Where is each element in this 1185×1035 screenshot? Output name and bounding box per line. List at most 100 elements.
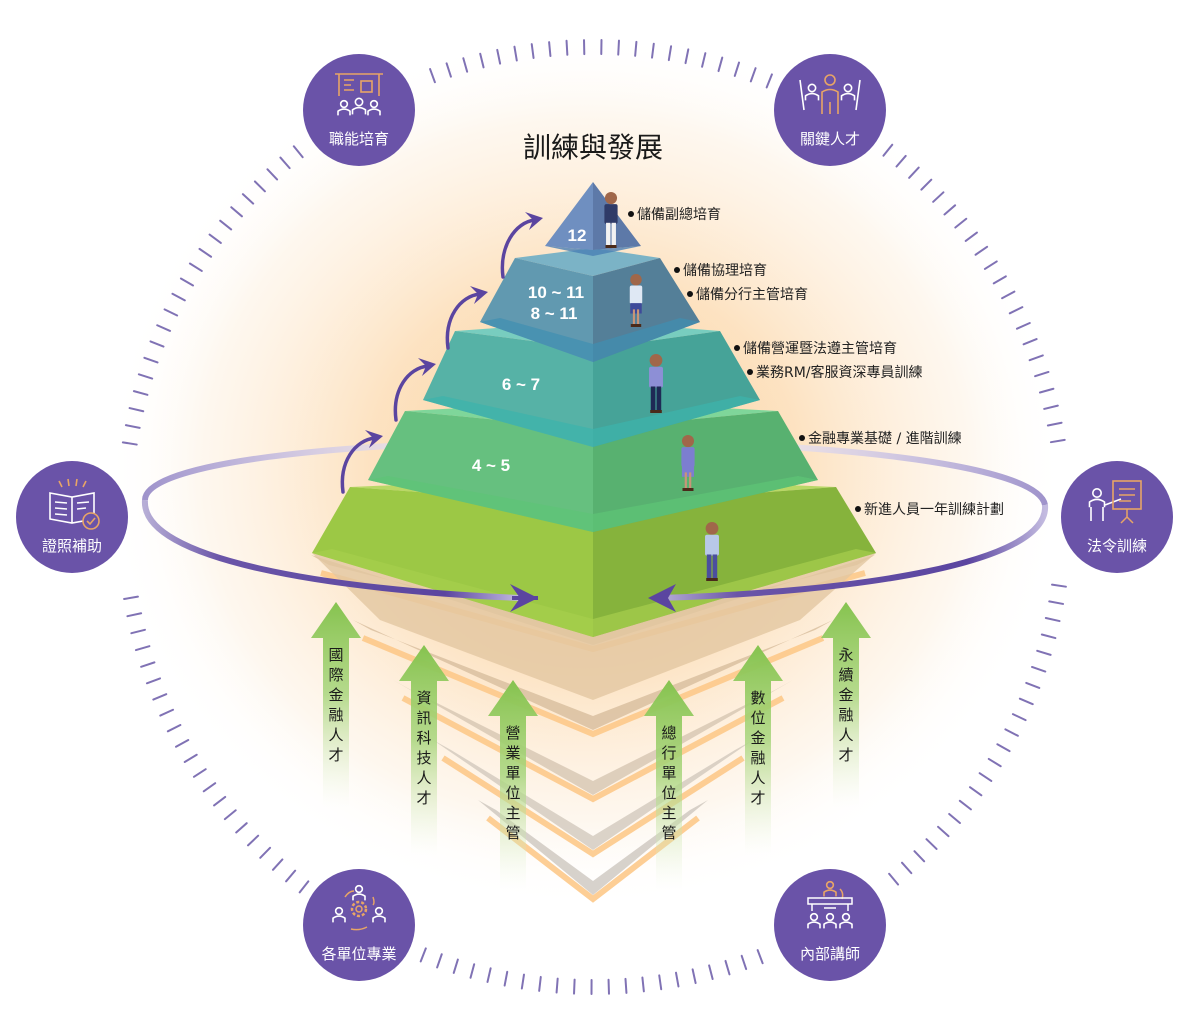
diagram-title: 訓練與發展 bbox=[523, 131, 663, 164]
ring-tick bbox=[634, 40, 638, 57]
person-leg bbox=[632, 309, 635, 325]
ring-tick bbox=[1015, 321, 1031, 330]
tier-right-face bbox=[593, 411, 818, 532]
ring-tick bbox=[996, 743, 1011, 753]
talent-arrow: 營業單位主管 bbox=[488, 680, 538, 890]
talent-arrow-shape bbox=[821, 602, 871, 807]
talent-arrow-char: 永 bbox=[838, 646, 853, 664]
ring-tick bbox=[1043, 404, 1059, 410]
talent-arrow-char: 人 bbox=[838, 726, 853, 744]
ring-tick bbox=[285, 869, 297, 883]
ring-tick bbox=[132, 390, 149, 396]
talent-arrow-char: 技 bbox=[416, 749, 431, 767]
program-label: 儲備副總培育 bbox=[637, 206, 721, 223]
ring-tick bbox=[259, 846, 272, 859]
ring-tick bbox=[159, 708, 175, 717]
ring-tick bbox=[920, 178, 933, 191]
person-figure bbox=[705, 522, 719, 581]
ring-tick bbox=[724, 959, 731, 976]
tier-right-face bbox=[593, 258, 700, 362]
person-glyph-body bbox=[372, 915, 386, 923]
person-glyph-head bbox=[1092, 487, 1103, 498]
ring-tick bbox=[555, 977, 559, 994]
ring-tick bbox=[140, 661, 156, 668]
program-item: 儲備協理培育 bbox=[674, 263, 767, 279]
ring-tick bbox=[429, 68, 436, 84]
person-glyph-head bbox=[339, 99, 349, 109]
pyramid bbox=[312, 182, 876, 637]
ring-tick bbox=[462, 57, 469, 73]
ring-tick bbox=[1028, 354, 1044, 362]
program-label: 金融專業基礎 / 進階訓練 bbox=[808, 430, 962, 447]
person-glyph-body bbox=[352, 893, 366, 901]
ring-tick bbox=[954, 217, 968, 229]
person-torso bbox=[604, 204, 618, 224]
ring-tick bbox=[520, 973, 525, 990]
ring-tick bbox=[943, 204, 957, 216]
ring-tick bbox=[749, 67, 757, 83]
badge-label: 證照補助 bbox=[42, 537, 102, 555]
ring-tick bbox=[573, 978, 576, 995]
ring-tick bbox=[1046, 421, 1063, 427]
ring-tick bbox=[658, 974, 663, 991]
ring-tick bbox=[163, 308, 179, 317]
person-glyph-head bbox=[841, 912, 851, 922]
person-leg bbox=[650, 386, 656, 411]
ring-tick bbox=[1051, 583, 1067, 588]
ring-tick bbox=[198, 247, 213, 258]
person-glyph-body bbox=[351, 106, 367, 115]
talent-arrow-char: 人 bbox=[328, 726, 343, 744]
orbit-left-arc bbox=[141, 499, 521, 601]
ring-tick bbox=[1011, 713, 1027, 722]
talent-arrow-char: 續 bbox=[838, 666, 853, 684]
talent-arrow-char: 單 bbox=[505, 764, 520, 782]
tier-left-face bbox=[423, 331, 593, 447]
talent-arrow-char: 才 bbox=[750, 789, 765, 807]
ring-tick bbox=[684, 48, 690, 65]
book-check-icon bbox=[49, 478, 100, 530]
ring-tick bbox=[486, 967, 492, 983]
person-glyph-body bbox=[840, 92, 856, 101]
badges: 職能培育關鍵人才證照補助法令訓練各單位專業內部講師 bbox=[16, 54, 1173, 981]
talent-arrow-char: 才 bbox=[328, 746, 343, 764]
talent-arrow-char: 金 bbox=[838, 686, 853, 704]
person-shoes bbox=[650, 410, 662, 413]
bullet-dot bbox=[628, 211, 634, 217]
climb-arrowhead bbox=[470, 286, 488, 304]
talent-arrow-shape bbox=[733, 645, 783, 855]
talent-arrow-char: 才 bbox=[416, 789, 431, 807]
person-skirt bbox=[630, 303, 642, 314]
person-shoes bbox=[605, 245, 617, 248]
grade-label-tier-3: 6 ~ 7 bbox=[502, 375, 540, 394]
talent-arrow-char: 融 bbox=[328, 706, 343, 724]
person-glyph-head bbox=[809, 912, 819, 922]
ring-tick bbox=[565, 39, 569, 56]
person-glyph-head bbox=[843, 83, 853, 93]
program-label: 新進人員一年訓練計劃 bbox=[864, 502, 1004, 518]
tier-bottom-strip bbox=[545, 246, 641, 256]
ring-tick bbox=[1048, 600, 1065, 605]
ring-tick bbox=[717, 56, 724, 73]
talent-arrow-label: 總行單位主管 bbox=[661, 724, 676, 842]
badge-label: 職能培育 bbox=[329, 130, 389, 148]
ring-tick bbox=[230, 206, 243, 218]
ring-tick bbox=[901, 861, 913, 875]
person-leg bbox=[712, 554, 718, 579]
ring-tick bbox=[1036, 649, 1052, 656]
talent-arrow-shape bbox=[399, 645, 449, 855]
talent-arrow-label: 營業單位主管 bbox=[505, 724, 520, 842]
person-leg bbox=[684, 472, 687, 489]
ring-tick bbox=[192, 768, 207, 778]
ring-tick bbox=[1004, 728, 1019, 737]
ring-tick bbox=[1034, 370, 1050, 378]
talent-arrow-char: 位 bbox=[505, 784, 520, 802]
program-label: 儲備協理培育 bbox=[683, 263, 767, 279]
progression-arrows bbox=[340, 212, 543, 494]
tier-top-face bbox=[515, 248, 660, 276]
team-celebrate-icon bbox=[799, 74, 861, 114]
program-item: 儲備營運暨法遵主管培育 bbox=[734, 340, 897, 357]
talent-arrow-char: 管 bbox=[661, 824, 676, 842]
program-list: 儲備副總培育 儲備協理培育 儲備分行主管培育 儲備營運暨法遵主管培育 業務RM/… bbox=[628, 206, 1004, 518]
badge-certification: 證照補助 bbox=[16, 461, 128, 573]
